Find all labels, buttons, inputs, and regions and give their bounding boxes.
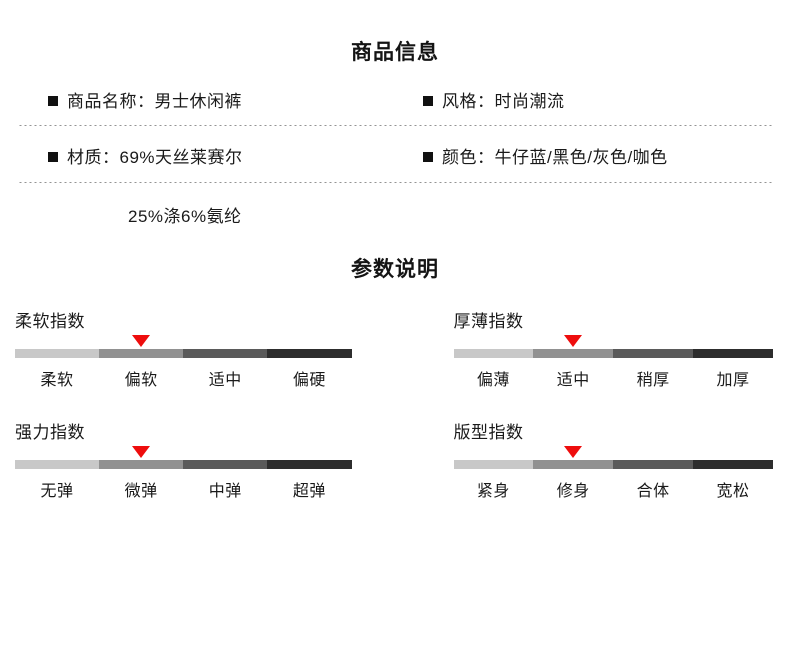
square-bullet-icon xyxy=(48,152,58,163)
meter-label: 适中 xyxy=(208,371,242,389)
meter-label: 超弹 xyxy=(292,482,326,500)
meter-强力指数: 强力指数无弹 微弹 中弹 超弹 xyxy=(15,418,397,501)
info-value-material: 69%天丝莱赛尔 xyxy=(119,148,243,168)
meter-bar[interactable] xyxy=(15,459,352,469)
meter-segment[interactable] xyxy=(15,348,100,358)
info-value-product-name: 男士休闲裤 xyxy=(154,92,242,111)
meter-marker-triangle-icon xyxy=(564,334,583,347)
meter-label: 偏硬 xyxy=(292,371,326,389)
meter-title: 强力指数 xyxy=(15,422,85,442)
meter-bar[interactable] xyxy=(453,459,773,469)
meter-segment[interactable] xyxy=(99,459,184,469)
meter-label: 加厚 xyxy=(716,371,750,389)
param-meters: 柔软指数柔软 偏软 适中 偏硬 厚薄指数偏薄 适中 稍厚 加厚强力指数无弹 微弹 中弹 超弹 版型指数… xyxy=(0,307,790,529)
info-value-color: 牛仔蓝/黑色/灰色/咖色 xyxy=(494,148,668,168)
meter-marker-row xyxy=(454,445,774,460)
info-separator: ： xyxy=(477,92,495,111)
dotted-divider xyxy=(18,125,772,127)
meter-marker-row xyxy=(15,334,352,349)
info-separator: ： xyxy=(102,148,120,168)
meter-segment[interactable] xyxy=(183,348,268,358)
meter-marker-row xyxy=(454,334,774,349)
meter-marker-row xyxy=(15,445,352,460)
meter-版型指数: 版型指数紧身 修身 合体 宽松 xyxy=(397,418,779,501)
info-label-color: 颜色 xyxy=(442,148,477,168)
meter-segment[interactable] xyxy=(693,459,773,469)
meter-segment[interactable] xyxy=(693,348,773,358)
meter-label: 合体 xyxy=(636,482,670,500)
square-bullet-icon xyxy=(48,96,58,106)
info-label-style: 风格 xyxy=(442,92,477,111)
info-row: 商品名称：男士休闲裤 风格：时尚潮流 xyxy=(18,92,772,112)
info-value-style: 时尚潮流 xyxy=(494,92,565,111)
info-cell-product-name: 商品名称：男士休闲裤 xyxy=(18,92,395,112)
square-bullet-icon xyxy=(423,96,433,106)
meter-bar[interactable] xyxy=(15,348,352,358)
info-label-product-name: 商品名称 xyxy=(67,92,137,111)
params-title: 参数说明 xyxy=(351,257,439,281)
info-value-material-continued: 25%涤6%氨纶 xyxy=(128,206,242,226)
meter-labels: 柔软 偏软 适中 偏硬 xyxy=(15,366,352,390)
meter-label: 稍厚 xyxy=(636,371,670,389)
spacer xyxy=(18,126,772,148)
meter-label: 偏薄 xyxy=(476,371,510,389)
meter-label: 紧身 xyxy=(476,482,510,500)
meter-labels: 无弹 微弹 中弹 超弹 xyxy=(15,477,352,501)
meter-segment[interactable] xyxy=(183,459,268,469)
info-separator: ： xyxy=(137,92,155,111)
meter-marker-triangle-icon xyxy=(132,445,151,458)
meter-segment[interactable] xyxy=(267,459,352,469)
dotted-divider xyxy=(18,181,772,183)
meter-marker-triangle-icon xyxy=(564,445,583,458)
meter-segment[interactable] xyxy=(99,348,184,358)
meter-marker-triangle-icon xyxy=(132,334,151,347)
meter-labels: 紧身 修身 合体 宽松 xyxy=(454,477,774,501)
meter-segment[interactable] xyxy=(613,459,694,469)
product-info-block: 商品名称：男士休闲裤 风格：时尚潮流 材质：69%天丝莱赛尔 颜色：牛仔蓝/黑色… xyxy=(18,92,772,227)
info-cell-style: 风格：时尚潮流 xyxy=(395,92,772,112)
meter-label: 无弹 xyxy=(40,482,74,500)
meter-segment[interactable] xyxy=(267,348,352,358)
meter-label: 柔软 xyxy=(40,371,74,389)
meter-label: 宽松 xyxy=(716,482,750,500)
meter-segment[interactable] xyxy=(613,348,694,358)
meter-bar[interactable] xyxy=(453,348,773,358)
meter-label: 微弹 xyxy=(124,482,158,500)
meter-title: 柔软指数 xyxy=(15,311,85,331)
meter-厚薄指数: 厚薄指数偏薄 适中 稍厚 加厚 xyxy=(397,307,779,390)
meter-label: 适中 xyxy=(556,371,590,389)
meter-title: 版型指数 xyxy=(453,422,524,442)
info-cell-material: 材质：69%天丝莱赛尔 xyxy=(18,148,395,168)
meter-label: 中弹 xyxy=(208,482,242,500)
meter-柔软指数: 柔软指数柔软 偏软 适中 偏硬 xyxy=(15,307,397,390)
meter-label: 偏软 xyxy=(124,371,158,389)
square-bullet-icon xyxy=(423,152,433,163)
meter-segment[interactable] xyxy=(533,348,614,358)
meter-segment[interactable] xyxy=(533,459,614,469)
info-row: 材质：69%天丝莱赛尔 颜色：牛仔蓝/黑色/灰色/咖色 xyxy=(18,148,772,168)
meter-segment[interactable] xyxy=(15,459,100,469)
product-info-title: 商品信息 xyxy=(351,41,439,64)
meter-segment[interactable] xyxy=(453,348,534,358)
info-separator: ： xyxy=(477,148,495,168)
info-label-material: 材质 xyxy=(67,148,102,168)
meter-labels: 偏薄 适中 稍厚 加厚 xyxy=(454,366,774,390)
meter-label: 修身 xyxy=(556,482,590,500)
info-cell-color: 颜色：牛仔蓝/黑色/灰色/咖色 xyxy=(395,148,772,168)
meter-title: 厚薄指数 xyxy=(453,311,524,331)
meter-segment[interactable] xyxy=(453,459,534,469)
